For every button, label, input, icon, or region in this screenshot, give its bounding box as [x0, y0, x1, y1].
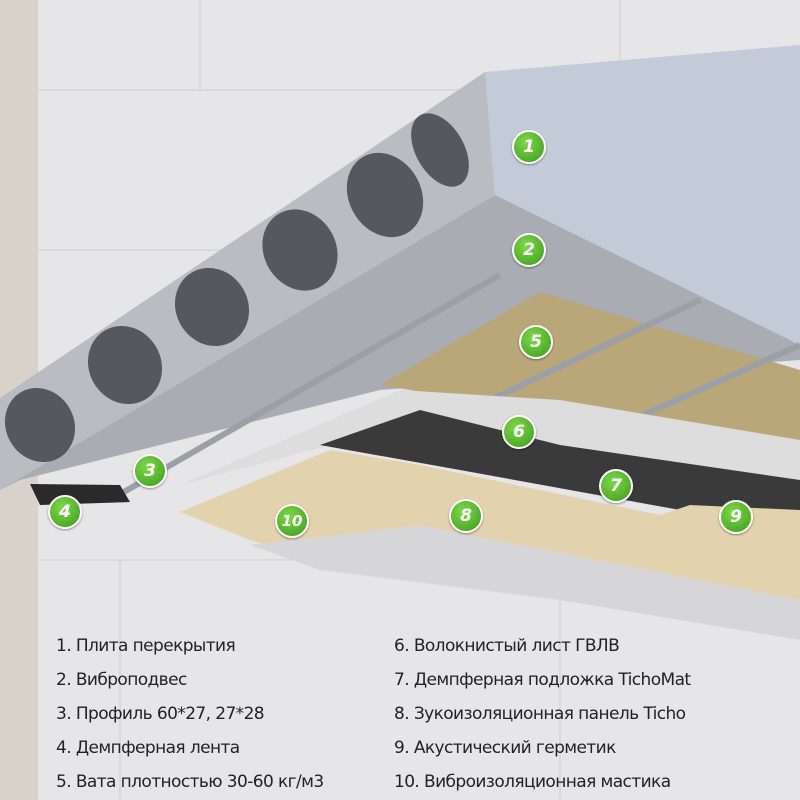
- marker-2: 2: [512, 233, 546, 267]
- legend-item-8: 8. Зукоизоляционная панель Ticho: [394, 704, 686, 724]
- marker-9: 9: [719, 500, 753, 534]
- marker-5: 5: [519, 325, 553, 359]
- mineral-wool: [380, 292, 800, 450]
- legend-item-9: 9. Акустический герметик: [394, 738, 616, 758]
- slab-bottom: [0, 195, 800, 490]
- legend-item-4: 4. Демпферная лента: [56, 738, 240, 758]
- damper-tape: [30, 484, 130, 505]
- legend-item-6: 6. Волокнистый лист ГВЛВ: [394, 636, 620, 656]
- damping-mat: [320, 410, 800, 520]
- marker-7: 7: [599, 469, 633, 503]
- slab-underside: [485, 45, 800, 345]
- soundproof-panel: [180, 450, 800, 600]
- legend-item-7: 7. Демпферная подложка TichoMat: [394, 670, 691, 690]
- legend-item-3: 3. Профиль 60*27, 27*28: [56, 704, 265, 724]
- legend-item-1: 1. Плита перекрытия: [56, 636, 236, 656]
- legend-item-2: 2. Виброподвес: [56, 670, 187, 690]
- marker-3: 3: [133, 454, 167, 488]
- marker-8: 8: [449, 499, 483, 533]
- marker-6: 6: [502, 415, 536, 449]
- legend: 1. Плита перекрытия 6. Волокнистый лист …: [56, 634, 776, 794]
- marker-10: 10: [275, 504, 309, 538]
- bottom-board: [250, 525, 800, 640]
- marker-4: 4: [48, 495, 82, 529]
- slab-hollow-cores: [4, 113, 469, 463]
- marker-1: 1: [512, 130, 546, 164]
- legend-item-5: 5. Вата плотностью 30-60 кг/м3: [56, 772, 324, 792]
- legend-item-10: 10. Виброизоляционная мастика: [394, 772, 671, 792]
